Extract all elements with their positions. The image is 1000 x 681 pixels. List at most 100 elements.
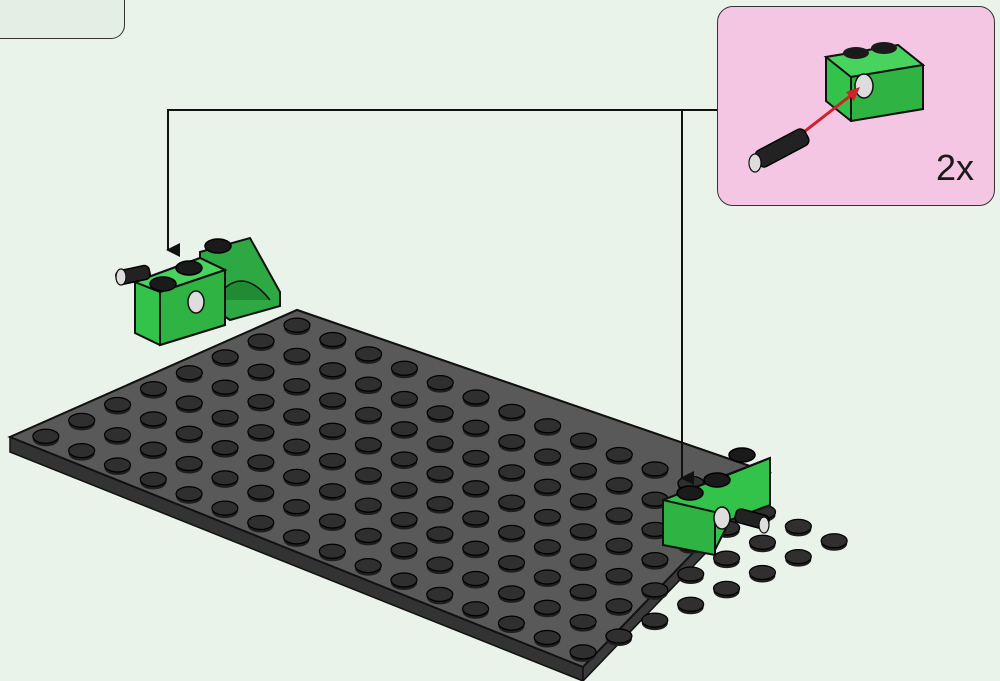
plate-stud [175,486,203,502]
plate-stud [677,566,705,582]
step-number-tab [0,0,125,39]
plate-stud [247,454,275,470]
plate-stud [461,601,490,617]
plate-stud [498,464,526,480]
plate-stud [533,478,562,494]
plate-stud [247,393,275,410]
plate-stud [354,376,383,392]
right-green-assembly [662,447,771,557]
plate-stud [318,513,347,529]
plate-stud [283,408,311,424]
plate-stud [426,465,454,481]
plate-stud [533,539,562,555]
callout-illustration [748,42,926,173]
plate-stud [247,363,275,379]
plate-stud [211,470,239,486]
plate-stud [462,449,490,466]
plate-stud [354,558,382,574]
plate-studs [32,317,848,662]
plate-stud [426,586,454,602]
plate-stud [211,440,239,456]
plate-stud [605,537,633,553]
plate-stud [569,462,598,478]
plate-stud [354,437,383,453]
plate-stud [247,514,275,531]
plate-stud [390,572,418,588]
base-plate [7,308,848,681]
plate-stud [390,542,418,558]
plate-stud [318,543,346,559]
plate-stud [175,425,203,441]
plate-stud [103,396,132,413]
plate-stud [605,446,633,463]
plate-stud [68,412,96,428]
plate-stud [784,549,812,565]
black-pin-icon [115,264,151,286]
plate-stud [677,596,705,612]
plate-stud [211,500,239,516]
plate-stud [820,533,848,549]
plate-stud [247,424,275,440]
plate-stud [426,556,454,572]
plate-stud [533,508,562,525]
black-pin-icon [748,128,810,173]
insert-arrow-icon [799,87,860,137]
plate-stud [569,614,597,630]
plate-stud [211,379,239,395]
plate-stud [318,483,347,499]
plate-stud [426,405,454,421]
plate-stud [497,585,526,601]
plate-stud [282,529,311,545]
plate-stud [605,477,633,493]
plate-stud [641,612,669,628]
plate-stud [569,523,597,539]
plate-stud [605,567,633,584]
plate-stud [784,518,812,534]
plate-stud [103,427,132,443]
plate-stud [247,333,275,349]
plate-stud [283,317,311,333]
plate-stud [175,365,203,381]
plate-stud [354,406,383,422]
plate-stud [497,615,526,631]
plate-stud [211,349,239,365]
green-technic-brick-icon [823,42,926,123]
plate-stud [534,418,562,434]
plate-stud [354,467,382,483]
plate-stud [283,468,311,484]
plate-stud [139,381,168,397]
plate-stud [462,570,490,587]
plate-stud [283,438,311,454]
plate-stud [497,524,526,540]
plate-stud [390,451,418,467]
plate-stud [354,497,382,513]
plate-stud [319,392,347,408]
plate-stud [426,435,454,451]
plate-stud [175,395,203,411]
plate-stud [712,580,741,596]
plate-stud [569,583,597,599]
plate-stud [390,390,418,407]
plate-stud [498,434,526,450]
plate-stud [497,555,526,571]
plate-stud [318,452,347,469]
left-green-assembly [115,236,281,347]
plate-stud [139,411,168,427]
plate-stud [390,421,418,437]
plate-stud [462,510,490,526]
plate-stud [641,552,669,568]
plate-stud [426,496,454,512]
plate-stud [282,499,311,515]
plate-stud [354,527,382,543]
placement-arrow-icon [166,109,717,485]
plate-stud [533,448,562,464]
plate-stud [462,540,490,556]
black-pin-icon [734,508,770,534]
plate-stud [533,599,561,615]
plate-stud [641,582,669,598]
plate-stud [605,598,633,614]
plate-stud [319,362,347,378]
plate-stud [712,550,741,566]
plate-stud [426,526,454,542]
plate-stud [354,346,383,362]
